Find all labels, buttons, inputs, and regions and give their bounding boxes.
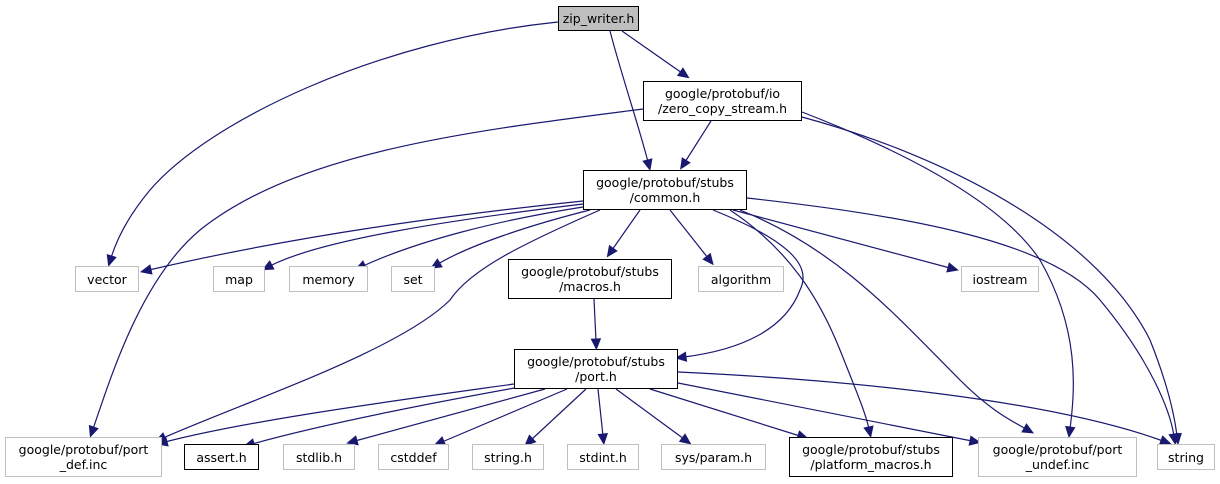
edge-common-to-algorithm bbox=[669, 209, 709, 259]
edge-zip-writer-to-vector bbox=[110, 21, 559, 259]
edge-common-to-port-def bbox=[162, 209, 601, 439]
edge-common-to-iostream bbox=[732, 209, 951, 269]
node-macros[interactable]: google/protobuf/stubs /macros.h bbox=[508, 259, 672, 299]
arrowhead-icon bbox=[140, 264, 153, 275]
arrowhead-icon bbox=[1021, 423, 1035, 434]
arrowhead-icon bbox=[678, 433, 692, 445]
arrowhead-icon bbox=[346, 435, 359, 446]
node-map[interactable]: map bbox=[213, 266, 265, 292]
edge-zip-writer-to-zero-copy-stream bbox=[621, 30, 683, 74]
edge-common-to-string bbox=[746, 197, 1175, 437]
node-common[interactable]: google/protobuf/stubs /common.h bbox=[583, 170, 747, 210]
edge-zip-writer-to-common bbox=[609, 30, 649, 163]
edge-common-to-platform-macros bbox=[729, 209, 870, 430]
arrowhead-icon bbox=[590, 338, 602, 351]
arrowhead-icon bbox=[106, 254, 117, 267]
arrowhead-icon bbox=[1065, 425, 1076, 439]
arrowhead-icon bbox=[430, 258, 443, 269]
edge-common-to-port bbox=[683, 209, 804, 358]
edge-port-to-cstddef bbox=[441, 388, 568, 443]
arrowhead-icon bbox=[863, 425, 874, 439]
arrowhead-icon bbox=[1168, 432, 1179, 446]
node-stdint[interactable]: stdint.h bbox=[567, 444, 639, 470]
node-iostream[interactable]: iostream bbox=[961, 266, 1039, 292]
edge-port-to-string-h bbox=[530, 388, 587, 441]
edge-macros-to-port bbox=[593, 298, 597, 342]
arrowhead-icon bbox=[642, 158, 653, 171]
node-set[interactable]: set bbox=[391, 266, 435, 292]
arrowhead-icon bbox=[606, 244, 618, 258]
edge-port-to-sys-param bbox=[615, 388, 685, 440]
node-memory[interactable]: memory bbox=[289, 266, 368, 292]
node-algorithm[interactable]: algorithm bbox=[698, 266, 784, 292]
node-zip-writer[interactable]: zip_writer.h bbox=[558, 6, 639, 31]
edge-zero-copy-stream-to-port-undef bbox=[801, 111, 1074, 430]
node-zero-copy-stream[interactable]: google/protobuf/io /zero_copy_stream.h bbox=[643, 81, 802, 121]
edge-common-to-set bbox=[437, 209, 591, 265]
edge-port-to-string bbox=[677, 371, 1164, 442]
edge-port-to-port-def bbox=[164, 383, 515, 443]
arrowhead-icon bbox=[946, 262, 959, 273]
edges-layer bbox=[88, 21, 1182, 449]
node-vector[interactable]: vector bbox=[75, 266, 139, 292]
edge-common-to-macros bbox=[611, 209, 641, 251]
edge-common-to-port-undef bbox=[739, 209, 1027, 430]
arrowhead-icon bbox=[597, 432, 608, 446]
arrowhead-icon bbox=[680, 157, 691, 170]
arrowhead-icon bbox=[261, 260, 275, 271]
node-stdlib[interactable]: stdlib.h bbox=[283, 444, 355, 470]
node-string[interactable]: string bbox=[1157, 444, 1215, 470]
node-assert[interactable]: assert.h bbox=[184, 444, 259, 470]
arrowhead-icon bbox=[88, 424, 99, 438]
edge-zero-copy-stream-to-string bbox=[801, 116, 1178, 437]
edge-common-to-map bbox=[269, 203, 584, 267]
edge-port-to-port-undef bbox=[677, 382, 973, 442]
arrowhead-icon bbox=[676, 67, 690, 79]
edge-common-to-vector bbox=[148, 200, 584, 271]
node-string-h[interactable]: string.h bbox=[472, 444, 544, 470]
node-port[interactable]: google/protobuf/stubs /port.h bbox=[514, 349, 678, 389]
arrowhead-icon bbox=[524, 434, 537, 447]
node-cstddef[interactable]: cstddef bbox=[378, 444, 449, 470]
arrowhead-icon bbox=[702, 252, 714, 266]
arrowhead-icon bbox=[968, 435, 982, 446]
edge-port-to-stdlib bbox=[354, 388, 546, 442]
node-sys-param[interactable]: sys/param.h bbox=[661, 444, 766, 470]
node-platform-macros[interactable]: google/protobuf/stubs /platform_macros.h bbox=[789, 437, 953, 477]
edge-zero-copy-stream-to-common bbox=[684, 120, 712, 163]
edge-common-to-memory bbox=[362, 206, 584, 267]
edge-zero-copy-stream-to-port-def bbox=[92, 108, 644, 430]
edge-port-to-stdint bbox=[597, 388, 604, 437]
node-port-def[interactable]: google/protobuf/port _def.inc bbox=[5, 437, 162, 477]
arrowhead-icon bbox=[674, 351, 688, 362]
edge-port-to-platform-macros bbox=[649, 388, 801, 437]
edge-port-to-assert bbox=[251, 386, 521, 445]
node-port-undef[interactable]: google/protobuf/port _undef.inc bbox=[978, 437, 1137, 477]
